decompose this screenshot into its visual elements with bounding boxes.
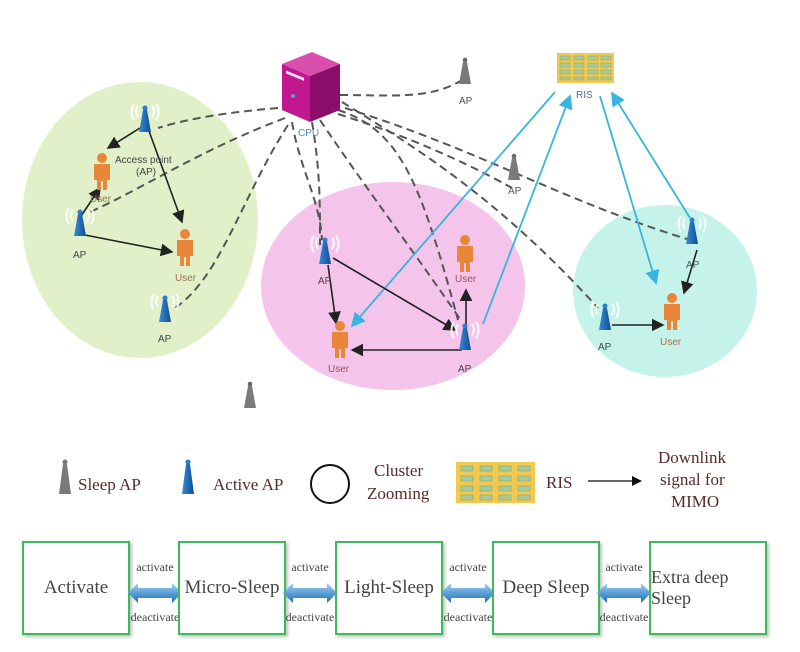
ap-label: AP (686, 260, 700, 271)
sleep-ap-icon (459, 57, 471, 84)
legend-sleep-ap: Sleep AP (78, 475, 141, 494)
sleep-ap-legend-icon (59, 459, 71, 494)
cluster-pink (261, 182, 525, 390)
double-arrow-icon (597, 583, 651, 603)
state-label: Micro-Sleep (184, 577, 280, 598)
double-arrow-icon (441, 583, 495, 603)
ap-label: AP (318, 276, 332, 287)
sleep-ap-icon (244, 381, 256, 408)
state-deep-sleep: Deep Sleep (492, 541, 600, 635)
legend-downlink-line1: Downlink (658, 448, 726, 467)
cpu-server-icon (282, 52, 340, 122)
transition-activate-label: activate (136, 560, 174, 574)
cluster-circle-icon (310, 464, 350, 504)
downlink-arrows (80, 127, 698, 357)
ap-label: AP (158, 334, 172, 345)
transition-activate-label: activate (291, 560, 329, 574)
transition-deactivate-label: deactivate (599, 610, 649, 624)
state-activate: Activate (22, 541, 130, 635)
legend: Sleep AP Active AP Cluster Zooming RIS D… (0, 440, 800, 520)
transition-1: activate deactivate (128, 560, 182, 630)
legend-downlink-line2: signal for (660, 470, 725, 489)
double-arrow-icon (283, 583, 337, 603)
user-label: User (455, 274, 477, 285)
transition-deactivate-label: deactivate (443, 610, 493, 624)
ris-legend-icon (456, 462, 535, 503)
state-light-sleep: Light-Sleep (335, 541, 443, 635)
legend-cluster-line2: Zooming (367, 484, 430, 503)
state-label: Extra deep Sleep (651, 567, 729, 608)
sleep-state-chain: Activate activate deactivate Micro-Sleep… (0, 530, 800, 640)
fronthaul-links (89, 79, 691, 323)
sleep-ap-icon (508, 153, 520, 180)
transition-deactivate-label: deactivate (285, 610, 335, 624)
access-point-label: (AP) (136, 167, 156, 178)
ap-label: AP (458, 364, 472, 375)
user-label: User (328, 364, 350, 375)
ap-label: AP (508, 186, 522, 197)
transition-4: activate deactivate (597, 560, 651, 630)
transition-2: activate deactivate (283, 560, 337, 630)
legend-active-ap: Active AP (213, 475, 284, 494)
user-label: User (660, 337, 682, 348)
transition-activate-label: activate (605, 560, 643, 574)
legend-cluster-line1: Cluster (374, 461, 424, 480)
cluster-cyan (573, 205, 757, 377)
cpu-label: CPU (298, 128, 319, 139)
user-label: User (175, 273, 197, 284)
state-label: Light-Sleep (344, 577, 434, 598)
downlink-arrow-legend-icon (588, 476, 642, 486)
network-diagram: CPU RIS AP AP Access point (AP) User AP … (22, 52, 757, 408)
state-extra-deep-sleep: Extra deep Sleep (649, 541, 767, 635)
transition-activate-label: activate (449, 560, 487, 574)
state-label: Activate (43, 577, 109, 598)
ris-label: RIS (576, 90, 593, 101)
legend-ris: RIS (546, 473, 573, 492)
ap-label: AP (459, 96, 473, 107)
user-label: User (90, 194, 112, 205)
state-label: Deep Sleep (502, 577, 590, 598)
active-ap-legend-icon (182, 459, 194, 494)
access-point-label: Access point (115, 155, 172, 166)
cluster-green (22, 82, 258, 358)
legend-downlink-line3: MIMO (671, 492, 720, 511)
ris-links (350, 91, 691, 328)
ris-panel-icon (557, 53, 614, 83)
double-arrow-icon (128, 583, 182, 603)
transition-3: activate deactivate (441, 560, 495, 630)
state-micro-sleep: Micro-Sleep (178, 541, 286, 635)
ap-label: AP (73, 250, 87, 261)
ap-label: AP (598, 342, 612, 353)
transition-deactivate-label: deactivate (130, 610, 180, 624)
